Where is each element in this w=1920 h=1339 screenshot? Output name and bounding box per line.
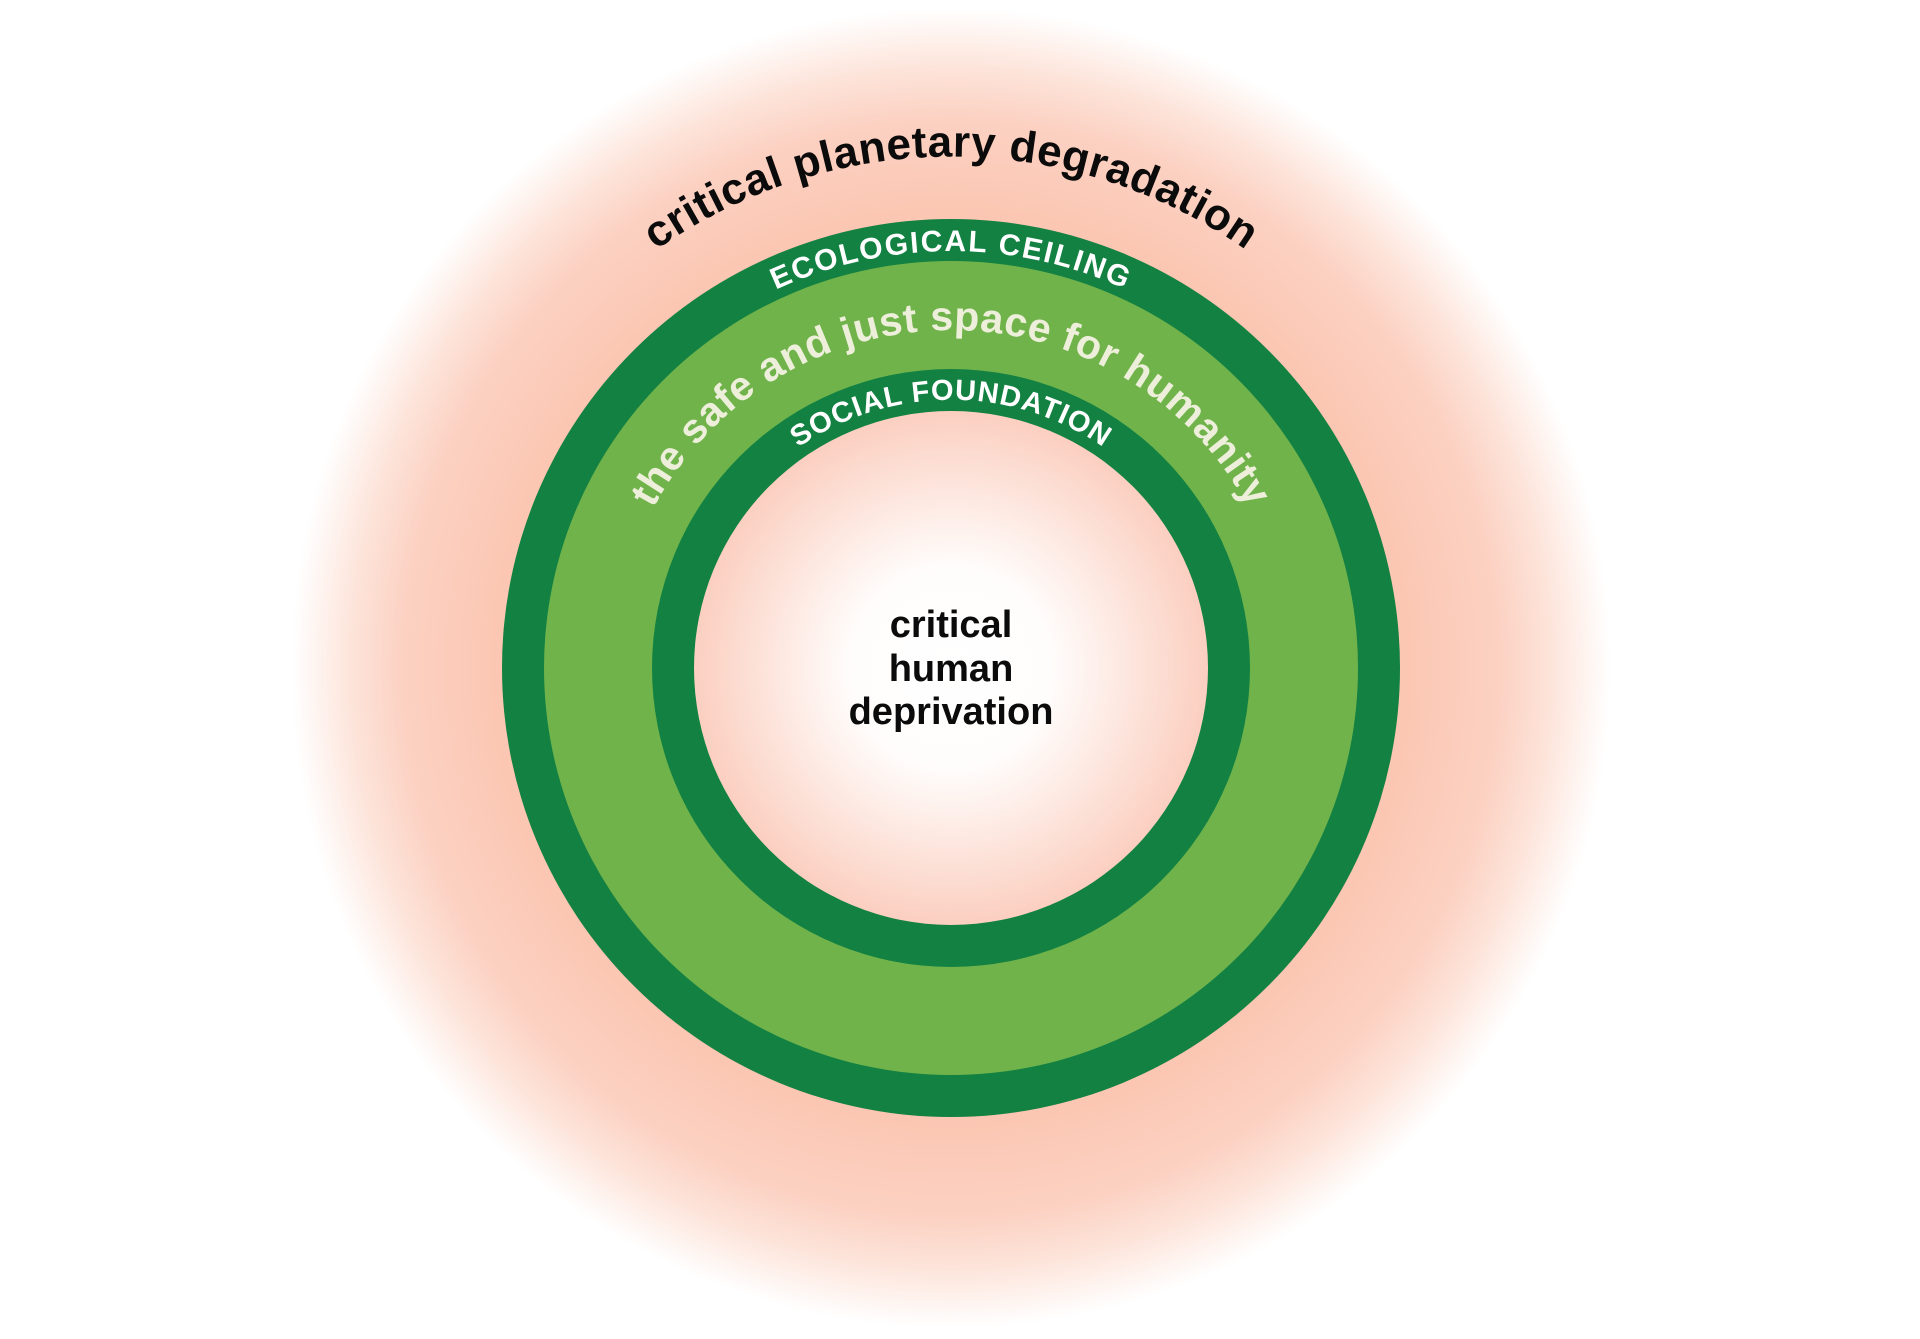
center-deprivation-circle — [694, 411, 1208, 925]
center-label-line3: deprivation — [849, 691, 1054, 733]
center-label-line1: critical — [890, 604, 1013, 646]
center-label-line2: human — [889, 648, 1014, 690]
